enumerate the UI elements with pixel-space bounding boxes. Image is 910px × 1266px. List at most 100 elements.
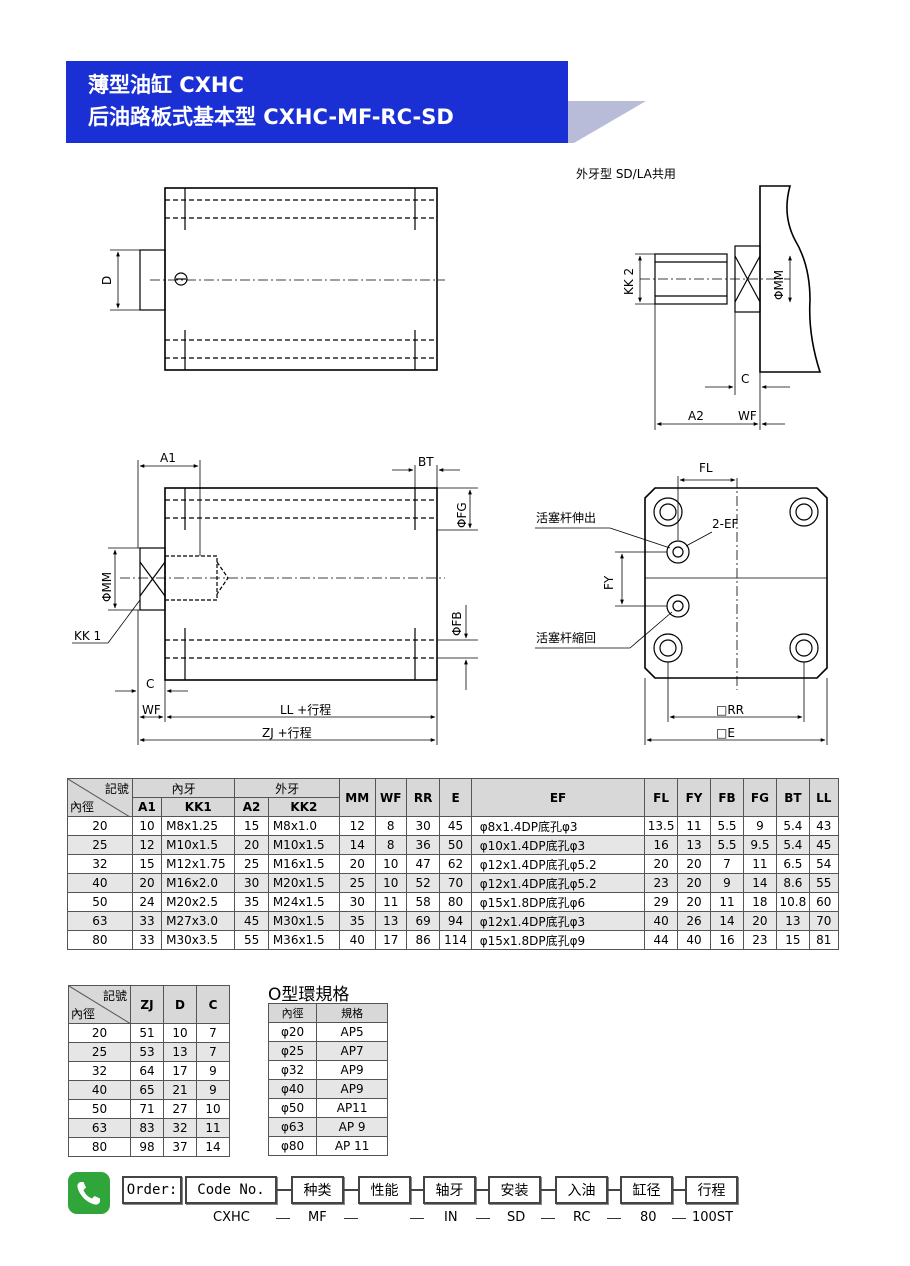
cell: M27x3.0 xyxy=(161,911,236,931)
cell: 50 xyxy=(439,835,472,855)
code-dash xyxy=(344,1218,358,1219)
code-bore: 80 xyxy=(640,1210,657,1225)
cell: 17 xyxy=(374,930,407,950)
cell: 25 xyxy=(338,873,376,893)
cell: M12x1.75 xyxy=(161,854,236,874)
cell: 20 xyxy=(67,816,133,836)
group-header-inner: 內牙 xyxy=(131,778,236,798)
cell: φ63 xyxy=(267,1117,318,1137)
cell: 5.4 xyxy=(776,816,810,836)
label-c-top: C xyxy=(741,372,749,386)
code-dash xyxy=(276,1218,290,1219)
diag-label-symbol: 記號 xyxy=(102,989,127,1003)
col-header-fg: FG xyxy=(742,778,778,817)
col-header-a1: A1 xyxy=(131,797,163,817)
code-rod-thread: IN xyxy=(444,1210,458,1225)
cell: 24 xyxy=(131,892,163,912)
cell: 30 xyxy=(405,816,441,836)
col-header-a2: A2 xyxy=(234,797,269,817)
diag-header-line xyxy=(69,986,131,1024)
code-dash xyxy=(541,1218,555,1219)
cell: φ15x1.8DP底孔φ9 xyxy=(470,930,646,950)
label-wf-side: WF xyxy=(142,703,161,717)
diag-header-line xyxy=(68,779,130,817)
field-performance: 性能 xyxy=(358,1176,411,1204)
code-type: CXHC xyxy=(213,1210,250,1225)
cell: 63 xyxy=(67,911,133,931)
cell: 16 xyxy=(644,835,678,855)
label-e: □E xyxy=(716,726,735,740)
cell: 11 xyxy=(742,854,778,874)
cell: 9 xyxy=(196,1061,230,1081)
field-stroke: 行程 xyxy=(685,1176,738,1204)
title-line-2: 后油路板式基本型 CXHC-MF-RC-SD xyxy=(88,105,454,129)
order-separator xyxy=(476,1189,488,1191)
col-header-kk1: KK1 xyxy=(161,797,236,817)
label-c-side: C xyxy=(146,677,154,691)
cell: 30 xyxy=(234,873,269,893)
cell: 14 xyxy=(710,911,744,931)
col-header-d: D xyxy=(163,985,197,1024)
label-fy: FY xyxy=(602,575,616,590)
label-a2: A2 xyxy=(688,409,704,423)
cell: 25 xyxy=(67,835,133,855)
cell: AP9 xyxy=(316,1079,388,1099)
cell: 10 xyxy=(163,1023,197,1043)
cell: 10 xyxy=(196,1099,230,1119)
cylinder-end-view xyxy=(535,476,828,745)
cell: AP11 xyxy=(316,1098,388,1118)
col-header-zj: ZJ xyxy=(130,985,164,1024)
cell: 15 xyxy=(234,816,269,836)
cell: 37 xyxy=(163,1137,197,1157)
field-oil-inlet: 入油 xyxy=(555,1176,608,1204)
cell: 25 xyxy=(68,1042,131,1062)
cell: 40 xyxy=(67,873,133,893)
cell: 30 xyxy=(338,892,376,912)
cell: 8 xyxy=(374,835,407,855)
col-header-wf: WF xyxy=(374,778,407,817)
cell: φ12x1.4DP底孔φ3 xyxy=(470,911,646,931)
cell: 45 xyxy=(234,911,269,931)
cell: 5.5 xyxy=(710,835,744,855)
cell: 62 xyxy=(439,854,472,874)
cell: 40 xyxy=(338,930,376,950)
cell: φ50 xyxy=(267,1098,318,1118)
label-ll: LL +行程 xyxy=(280,702,331,717)
cell: 13 xyxy=(676,835,712,855)
cell: 35 xyxy=(234,892,269,912)
cell: 50 xyxy=(67,892,133,912)
cell: M10x1.5 xyxy=(161,835,236,855)
label-d: D xyxy=(100,276,114,285)
title-banner: 薄型油缸 CXHC 后油路板式基本型 CXHC-MF-RC-SD xyxy=(66,61,568,143)
diag-label-bore: 內徑 xyxy=(70,800,95,814)
cell: AP5 xyxy=(316,1022,388,1042)
cell: 70 xyxy=(808,911,840,931)
cell: 14 xyxy=(196,1137,230,1157)
code-stroke: 100ST xyxy=(692,1210,734,1225)
cell: 80 xyxy=(439,892,472,912)
cell: 9 xyxy=(742,816,778,836)
col-header-kk2: KK2 xyxy=(267,797,340,817)
label-fg: ΦFG xyxy=(455,502,469,528)
label-fb: ΦFB xyxy=(450,611,464,636)
order-separator xyxy=(344,1189,358,1191)
cell: 43 xyxy=(808,816,840,836)
cell: 114 xyxy=(439,930,472,950)
banner-decoration xyxy=(568,101,646,143)
cell: φ20 xyxy=(267,1022,318,1042)
col-header-mm: MM xyxy=(338,778,376,817)
cell: 10 xyxy=(374,873,407,893)
diag-header-cell: 記號 內徑 xyxy=(68,985,131,1024)
cell: 55 xyxy=(234,930,269,950)
cell: 11 xyxy=(676,816,712,836)
cell: M8x1.0 xyxy=(267,816,340,836)
cell: 20 xyxy=(644,854,678,874)
cell: φ12x1.4DP底孔φ5.2 xyxy=(470,873,646,893)
